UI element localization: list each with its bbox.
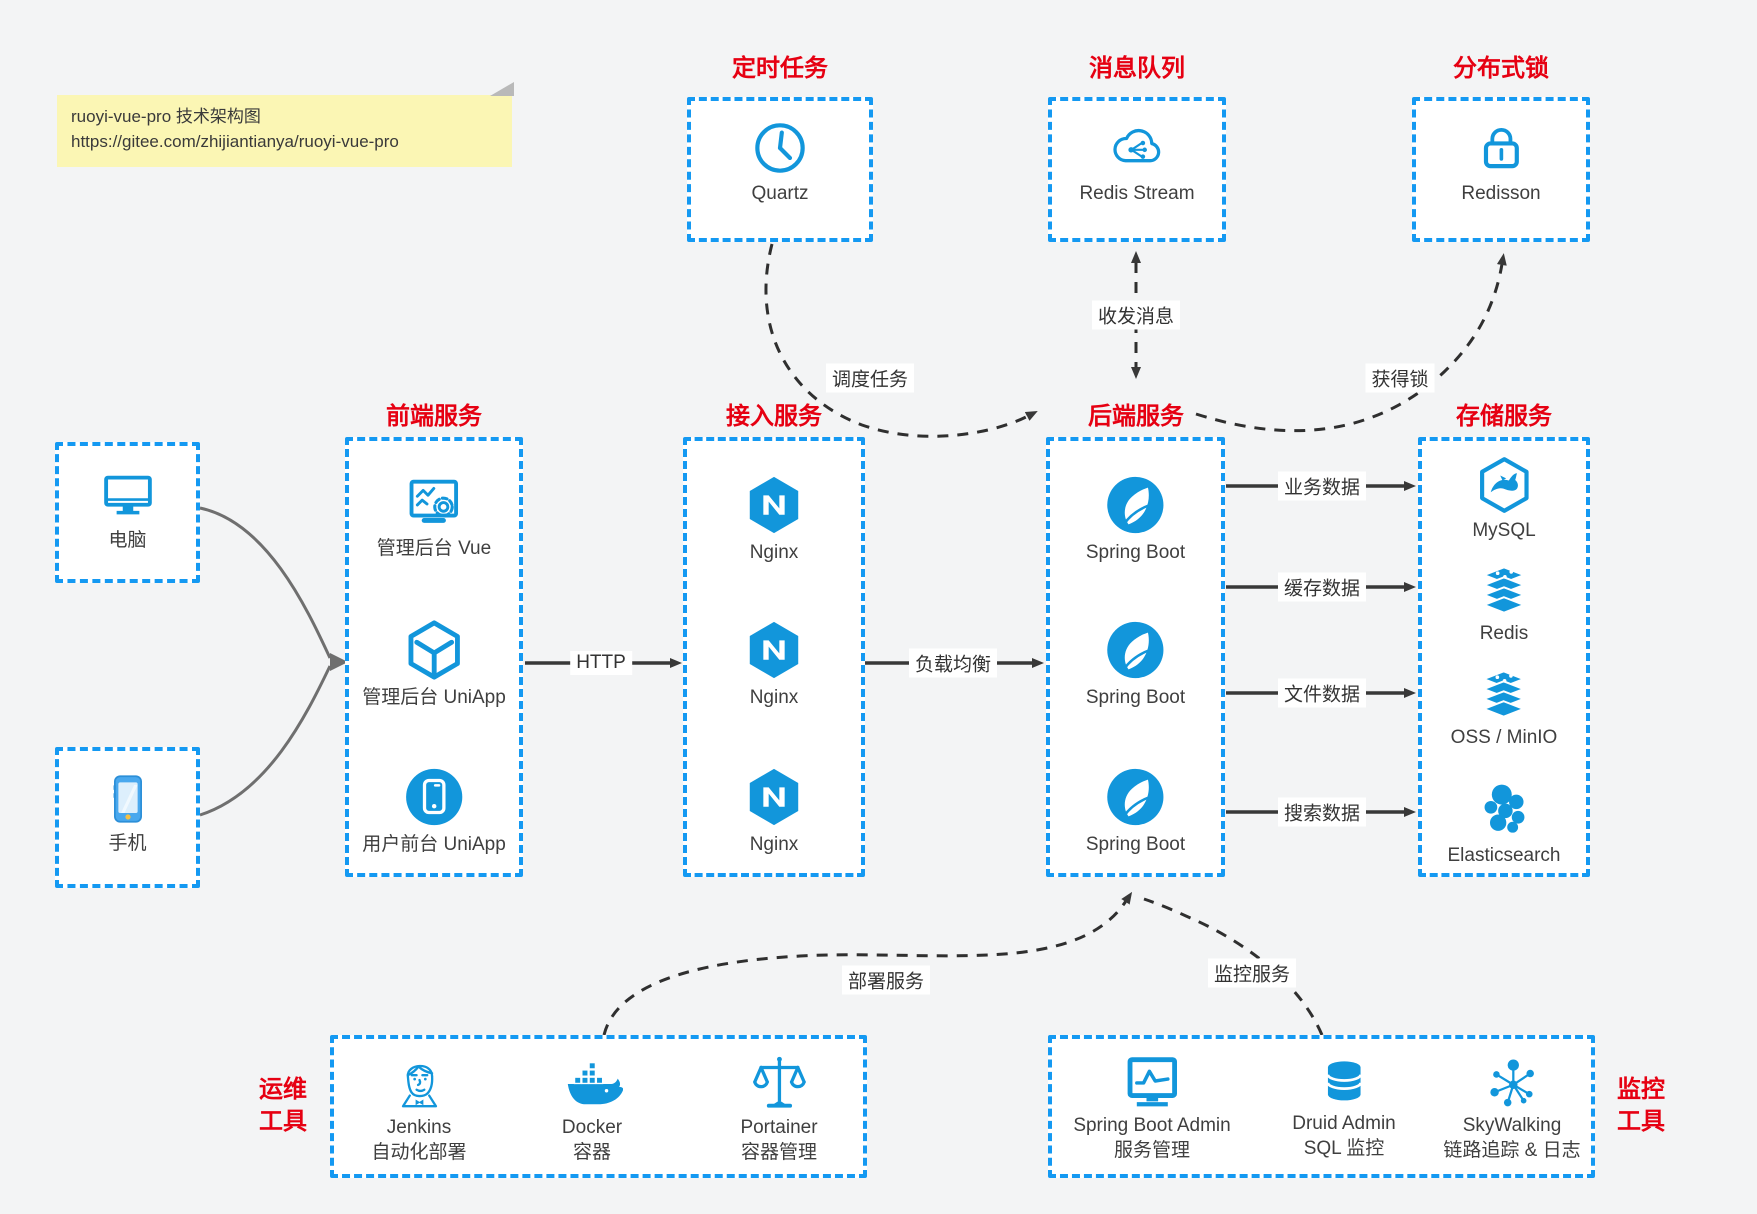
docker-whale-icon: [567, 1061, 623, 1105]
node-label: SkyWalking: [1462, 1115, 1562, 1136]
nginx-icon: [749, 621, 799, 679]
node-sublabel: 链路追踪 & 日志: [1443, 1140, 1581, 1162]
user-app-circle-icon: [404, 767, 464, 827]
edge-label-cache-data: 缓存数据: [1277, 572, 1367, 602]
title-storage: 存储服务: [1456, 403, 1552, 430]
box-scheduler: Quartz: [687, 97, 873, 242]
spring-boot-icon: [1106, 767, 1165, 827]
edge-label-file-data: 文件数据: [1277, 678, 1367, 708]
box-access: Nginx Nginx Nginx: [683, 437, 865, 877]
node-label: Spring Boot: [1085, 834, 1186, 855]
node-label: Druid Admin: [1292, 1113, 1396, 1134]
oss-minio-stack-icon: [1483, 670, 1525, 718]
node-sublabel: 自动化部署: [371, 1142, 467, 1164]
title-access: 接入服务: [726, 403, 822, 430]
box-frontend: 管理后台 Vue 管理后台 UniApp 用户前台 UniApp: [345, 437, 523, 877]
edge-schedule: [764, 243, 1038, 438]
portainer-scales-icon: [752, 1054, 806, 1108]
box-computer: 电脑: [55, 442, 200, 583]
title-lock: 分布式锁: [1453, 55, 1549, 82]
node-label: MySQL: [1472, 520, 1536, 541]
clock-icon: [751, 119, 809, 177]
edge-label-message: 收发消息: [1091, 300, 1181, 330]
sticky-note: ruoyi-vue-pro 技术架构图 https://gitee.com/zh…: [57, 95, 512, 167]
node-label: Spring Boot: [1085, 687, 1186, 708]
box-lock: Redisson: [1412, 97, 1590, 242]
note-title: ruoyi-vue-pro 技术架构图: [71, 107, 261, 126]
node-sublabel: SQL 监控: [1303, 1138, 1385, 1160]
computer-icon: [103, 475, 152, 517]
node-label: Redis Stream: [1079, 183, 1195, 204]
smartphone-icon: [112, 775, 142, 823]
elasticsearch-cluster-icon: [1484, 784, 1524, 833]
box-phone: 手机: [55, 747, 200, 888]
node-label: Redis: [1479, 623, 1529, 644]
note-url: https://gitee.com/zhijiantianya/ruoyi-vu…: [71, 131, 399, 151]
edge-label-deploy: 部署服务: [841, 965, 931, 995]
edge-computer-to-frontend: [199, 506, 332, 659]
admin-vue-icon: [403, 474, 465, 532]
edge-label-biz-data: 业务数据: [1277, 471, 1367, 501]
edge-deploy: [602, 891, 1133, 1036]
node-label: Docker: [561, 1117, 623, 1138]
edge-label-monitor-svc: 监控服务: [1207, 958, 1297, 988]
node-label: 用户前台 UniApp: [362, 834, 506, 855]
node-label: Nginx: [749, 542, 799, 563]
node-label: Redisson: [1461, 183, 1541, 204]
title-ops-tools: 运维 工具: [259, 1076, 307, 1136]
node-label: Nginx: [749, 687, 799, 708]
edge-label-acquire-lock: 获得锁: [1365, 363, 1435, 393]
node-label: Portainer: [740, 1117, 818, 1138]
jenkins-butler-icon: [401, 1064, 437, 1108]
node-label: 管理后台 UniApp: [362, 687, 506, 708]
box-mq: Redis Stream: [1048, 97, 1226, 242]
skywalking-network-icon: [1488, 1058, 1535, 1108]
box-ops: Jenkins 自动化部署 Docker 容器 Portainer 容器管理: [330, 1035, 867, 1178]
cloud-message-icon: [1112, 128, 1160, 163]
nginx-icon: [749, 768, 799, 826]
spring-boot-icon: [1106, 620, 1165, 680]
node-label: 手机: [108, 833, 147, 854]
node-label: 电脑: [108, 530, 147, 551]
spring-boot-admin-icon: [1121, 1052, 1183, 1110]
node-sublabel: 服务管理: [1113, 1140, 1190, 1162]
edge-label-schedule: 调度任务: [825, 363, 915, 393]
note-folded-corner: [490, 82, 514, 96]
node-sublabel: 容器: [572, 1142, 611, 1164]
node-label: Elasticsearch: [1447, 845, 1561, 866]
node-label: Quartz: [751, 183, 809, 204]
node-label: Spring Boot Admin: [1073, 1115, 1231, 1136]
node-sublabel: 容器管理: [740, 1142, 818, 1164]
client-arrowhead: [330, 653, 348, 671]
database-cylinder-icon: [1326, 1060, 1362, 1102]
box-storage: MySQL Redis OSS / MinIO Elasticsearch: [1418, 437, 1590, 877]
node-label: Jenkins: [386, 1117, 452, 1138]
node-label: 管理后台 Vue: [376, 538, 492, 559]
node-label: OSS / MinIO: [1450, 727, 1558, 748]
title-frontend: 前端服务: [386, 403, 482, 430]
title-monitor-tools: 监控 工具: [1617, 1076, 1665, 1136]
uniapp-hexagon-icon: [403, 619, 465, 681]
edge-label-load-balance: 负载均衡: [908, 648, 998, 678]
padlock-icon: [1472, 119, 1530, 177]
title-scheduler: 定时任务: [732, 55, 828, 82]
node-label: Spring Boot: [1085, 542, 1186, 563]
spring-boot-icon: [1106, 475, 1165, 535]
edge-label-http: HTTP: [570, 651, 632, 675]
edge-phone-to-frontend: [199, 665, 332, 817]
mysql-dolphin-icon: [1475, 456, 1533, 514]
nginx-icon: [749, 476, 799, 534]
edge-label-search-data: 搜索数据: [1277, 797, 1367, 827]
title-backend: 后端服务: [1088, 403, 1184, 430]
node-label: Nginx: [749, 834, 799, 855]
redis-stack-icon: [1483, 566, 1525, 614]
box-backend: Spring Boot Spring Boot Spring Boot: [1046, 437, 1225, 877]
title-mq: 消息队列: [1089, 55, 1185, 82]
